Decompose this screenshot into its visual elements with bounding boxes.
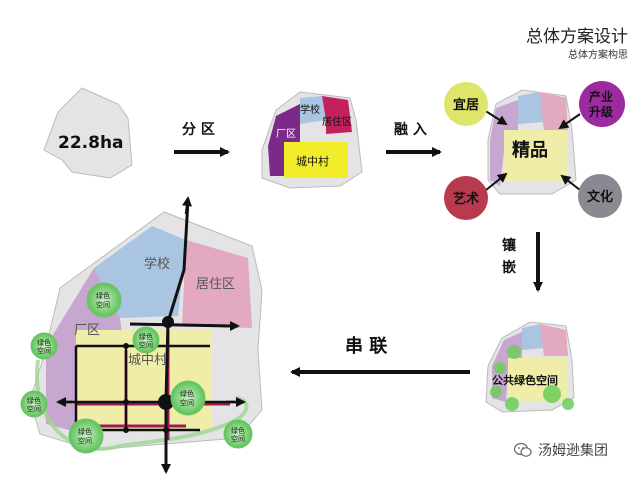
green-node: 绿色 空间 <box>30 332 58 360</box>
concept-zone-school <box>518 92 544 124</box>
final-school-label: 学校 <box>144 256 170 272</box>
zone-factory <box>268 104 300 176</box>
green-dot <box>507 345 521 359</box>
green-node-label-1: 绿色 <box>96 291 110 300</box>
green-node: 绿色 空间 <box>68 418 104 454</box>
concept-industry-circle <box>579 81 625 127</box>
concept-livable-label: 宜居 <box>453 97 479 113</box>
zone-school <box>300 96 326 124</box>
green-node: 绿色 空间 <box>223 419 253 449</box>
green-node: 绿色 空间 <box>20 390 48 418</box>
green-node-label-2: 空间 <box>96 300 110 309</box>
road-junction <box>158 394 174 410</box>
arrow-embed: 镶 嵌 <box>502 232 543 292</box>
final-zone-residential <box>182 240 252 328</box>
zone-school-label: 学校 <box>300 103 320 116</box>
road-junction <box>123 343 129 349</box>
concept-livable-circle <box>444 82 488 126</box>
green-zone-residential <box>540 324 568 356</box>
split-label: 分 区 <box>182 122 215 138</box>
site-area-label: 22.8ha <box>58 133 124 153</box>
road-junction <box>123 427 129 433</box>
green-node-label-1: 绿色 <box>27 396 41 405</box>
zone-residential <box>322 96 352 134</box>
green-node-label-2: 空间 <box>139 340 153 349</box>
green-node-label-1: 绿色 <box>231 426 245 435</box>
green-node-label-2: 空间 <box>27 404 41 413</box>
green-node-label-1: 绿色 <box>78 427 92 436</box>
road-junction <box>162 316 174 328</box>
arrow-merge: 融 入 <box>386 121 442 157</box>
green-node: 绿色 空间 <box>170 380 206 416</box>
concept-industry-label-2: 升级 <box>589 104 613 119</box>
green-node-label-2: 空间 <box>37 346 51 355</box>
step-green-embed: 公共绿色空间 <box>485 321 575 413</box>
concept-center-label: 精品 <box>512 139 548 161</box>
concept-art-circle <box>444 176 488 220</box>
green-space-label: 公共绿色空间 <box>492 373 558 387</box>
road-junction <box>163 427 169 433</box>
green-dot <box>490 386 502 398</box>
green-zone-school <box>522 324 544 350</box>
site-outline <box>43 87 133 179</box>
road-arrow-north <box>182 196 192 215</box>
connect-label: 串 联 <box>345 336 387 357</box>
road-main <box>129 322 233 328</box>
page-title: 总体方案设计 <box>526 27 628 47</box>
concept-art-label: 艺术 <box>453 191 479 207</box>
green-dot <box>543 385 561 403</box>
step-site: 22.8ha <box>43 87 133 179</box>
brand-name: 汤姆逊集团 <box>538 443 608 459</box>
arrow-split: 分 区 <box>174 122 230 157</box>
green-node-label-2: 空间 <box>180 398 194 407</box>
green-corridor <box>35 359 249 451</box>
final-village-label: 城中村 <box>128 353 167 368</box>
road-junction <box>123 399 129 405</box>
arrow-connect: 串 联 <box>290 336 470 377</box>
zone-village-label: 城中村 <box>296 154 329 168</box>
zone-residential-label: 居住区 <box>322 115 352 128</box>
page-subtitle: 总体方案构思 <box>568 50 628 61</box>
embed-label-2: 嵌 <box>502 259 516 276</box>
zone-village <box>284 142 348 178</box>
step-concepts: 精品 宜居 产业 升级 艺术 文化 <box>444 81 625 220</box>
concept-industry-label-1: 产业 <box>589 89 613 104</box>
green-dot <box>505 397 519 411</box>
green-node-label-1: 绿色 <box>139 332 153 341</box>
concept-zone-village <box>504 130 568 182</box>
green-node-label-1: 绿色 <box>180 389 194 398</box>
final-plan: 学校 居住区 厂区 城中村 绿色 空间 绿色 空间 绿色 空间 绿色 空间 绿色… <box>20 196 263 474</box>
zone-factory-label: 厂区 <box>276 128 296 140</box>
green-node-label-2: 空间 <box>78 436 92 445</box>
brand-watermark: 汤姆逊集团 <box>514 440 608 460</box>
final-factory-label: 厂区 <box>74 323 100 338</box>
embed-label-1: 镶 <box>502 237 517 254</box>
green-dot <box>562 398 574 410</box>
green-node: 绿色 空间 <box>132 326 160 354</box>
merge-label: 融 入 <box>394 121 427 138</box>
concept-culture-label: 文化 <box>587 189 613 205</box>
green-node-label-2: 空间 <box>231 434 245 443</box>
green-dot <box>494 362 506 374</box>
green-node: 绿色 空间 <box>86 282 122 318</box>
step-zoning: 学校 居住区 厂区 城中村 <box>261 91 363 189</box>
final-residential-label: 居住区 <box>196 277 235 292</box>
concept-culture-circle <box>578 174 622 218</box>
green-node-label-1: 绿色 <box>37 338 51 347</box>
wechat-icon <box>514 442 532 457</box>
